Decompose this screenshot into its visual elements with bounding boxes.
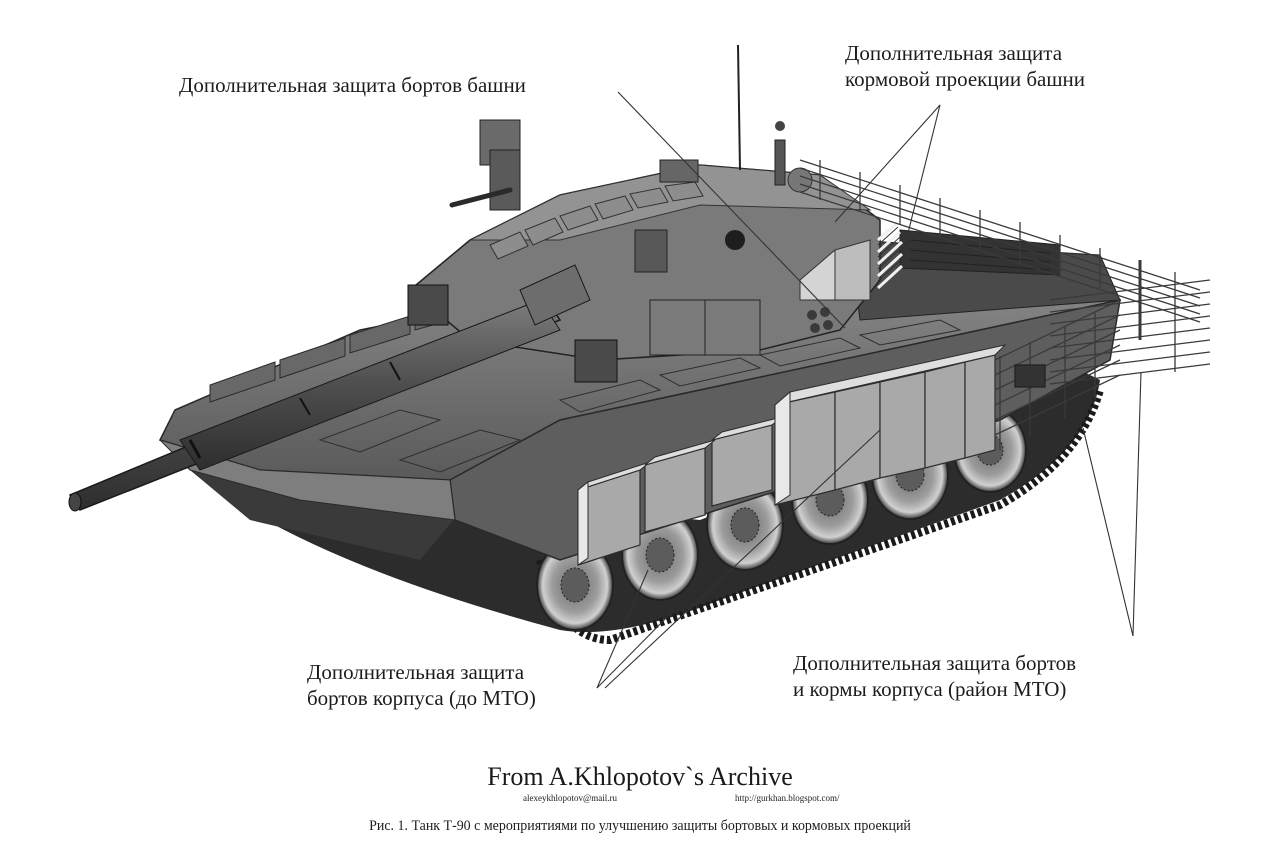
watermark-title: From A.Khlopotov`s Archive: [487, 762, 793, 791]
annotation-turret-rear-line2: кормовой проекции башни: [845, 67, 1086, 91]
watermark-email: alexeykhlopotov@mail.ru: [523, 793, 618, 803]
annotation-turret-rear: Дополнительная защита кормовой проекции …: [845, 40, 1085, 92]
annotation-hull-sides-line2: бортов корпуса (до МТО): [307, 686, 536, 710]
annotation-hull-sides: Дополнительная защита бортов корпуса (до…: [307, 659, 536, 711]
figure-caption: Рис. 1. Танк Т-90 с мероприятиями по улу…: [369, 818, 911, 834]
track: [190, 370, 1104, 645]
annotation-turret-sides: Дополнительная защита бортов башни: [179, 73, 526, 97]
hull-side-armor-blocks: [577, 344, 1007, 566]
rear-slat-armor: [799, 159, 1211, 450]
tank-illustration: [68, 44, 1211, 689]
main-gun: [68, 264, 591, 512]
annotation-hull-sides-line1: Дополнительная защита: [307, 660, 525, 684]
annotation-turret-rear-line1: Дополнительная защита: [845, 41, 1063, 65]
watermark-url: http://gurkhan.blogspot.com/: [735, 793, 840, 803]
annotation-hull-rear-line2: и кормы корпуса (район МТО): [793, 677, 1067, 701]
annotation-hull-rear: Дополнительная защита бортов и кормы кор…: [793, 650, 1076, 702]
leader-lines: [596, 91, 1142, 689]
annotation-hull-rear-line1: Дополнительная защита бортов: [793, 651, 1077, 675]
